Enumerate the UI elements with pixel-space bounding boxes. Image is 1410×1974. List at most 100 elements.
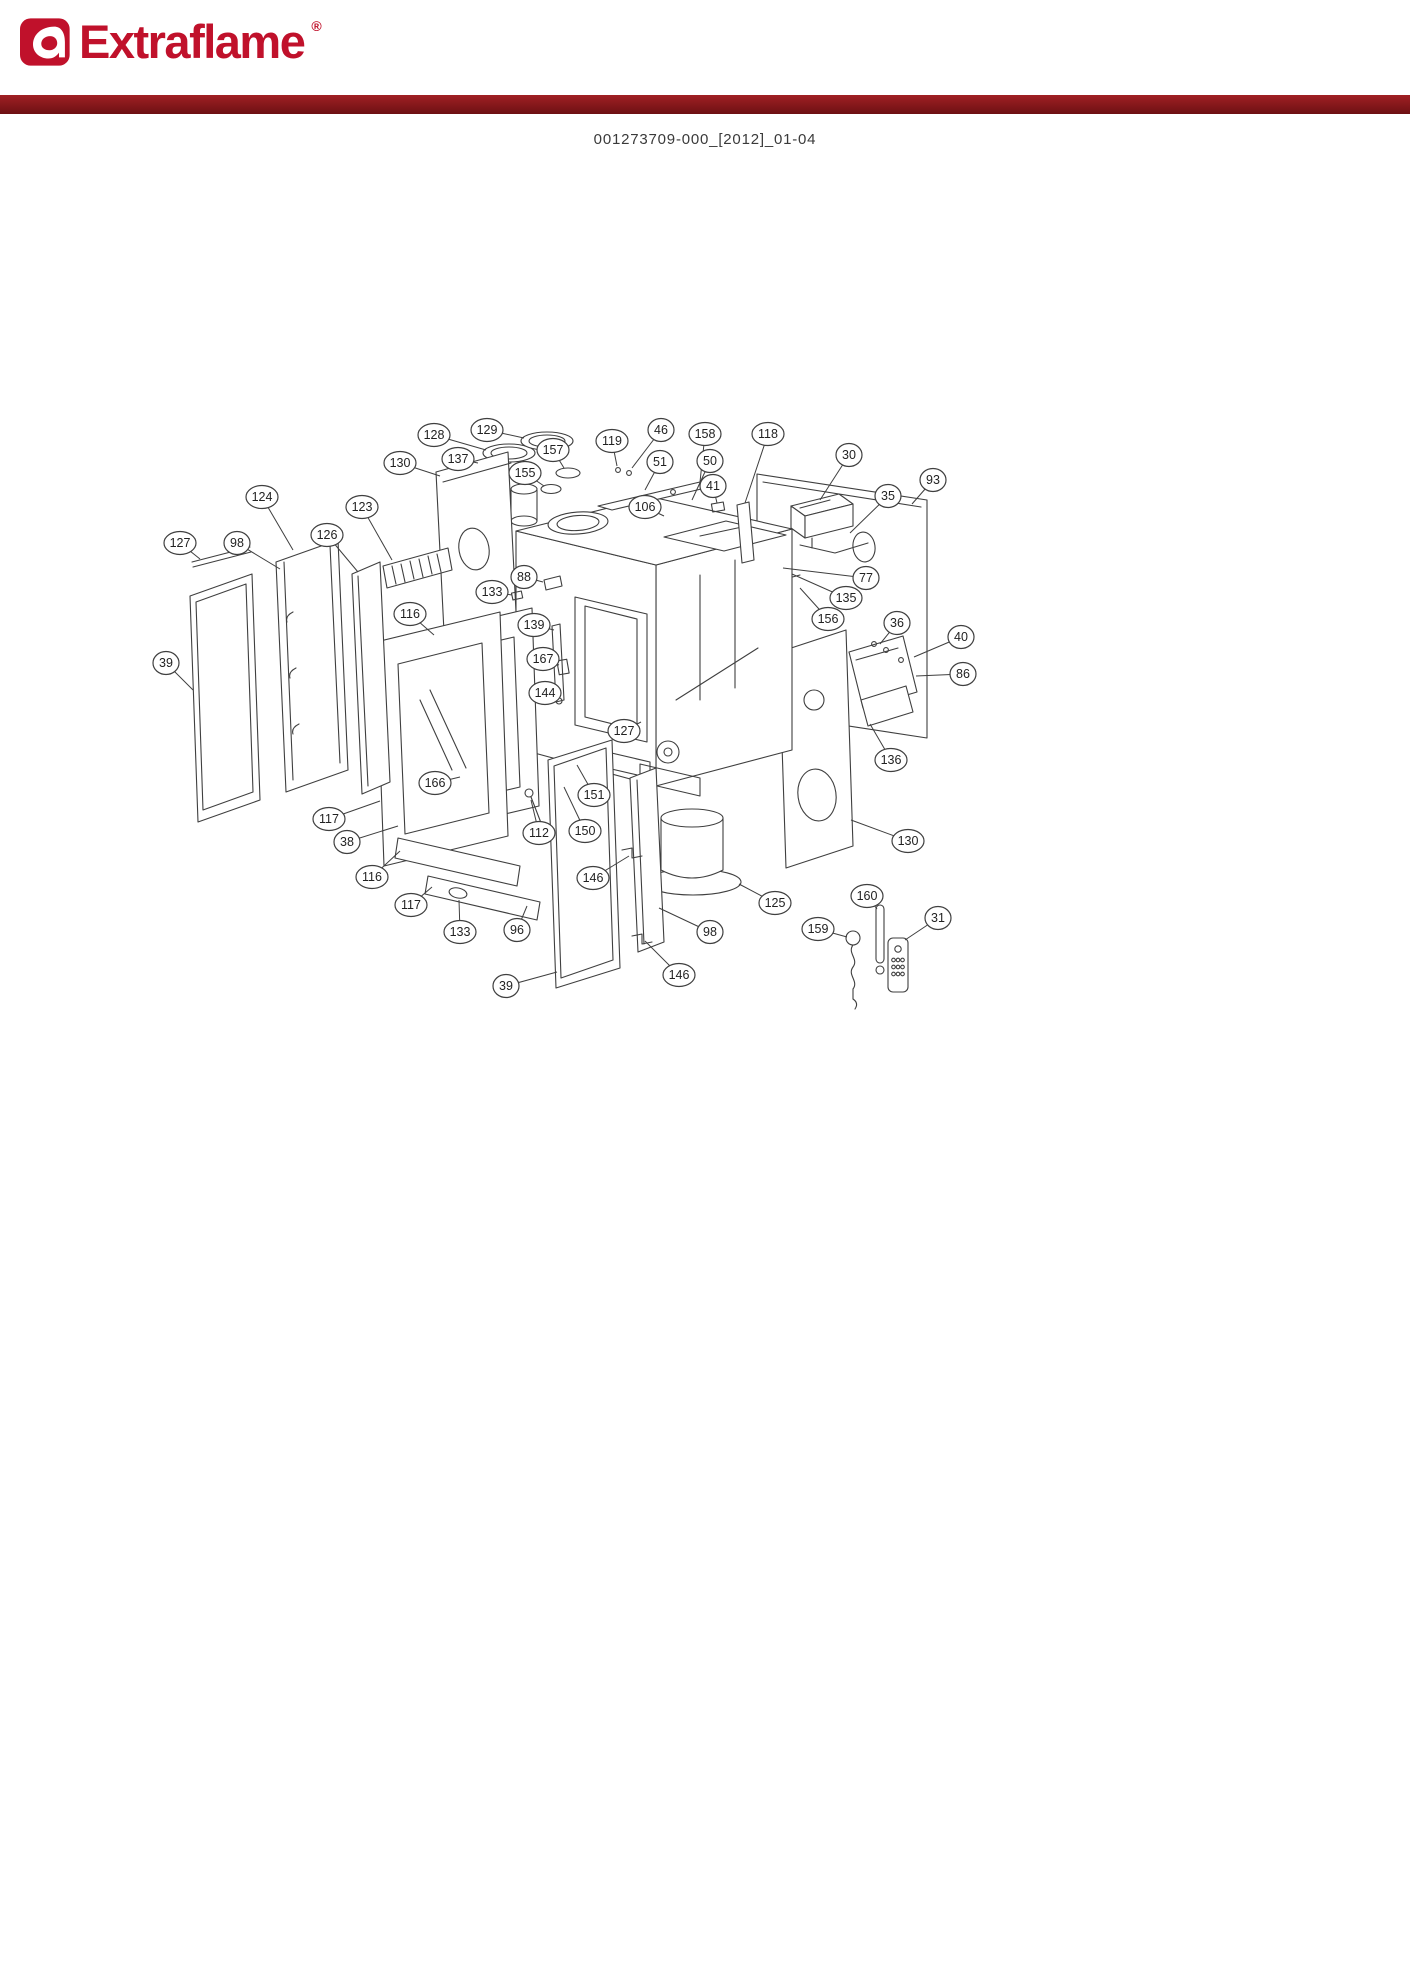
- svg-text:35: 35: [881, 489, 895, 503]
- callout-133: 133: [475, 579, 513, 605]
- callout-40: 40: [913, 624, 975, 658]
- svg-text:39: 39: [159, 656, 173, 670]
- callout-96: 96: [503, 905, 531, 943]
- callout-119: 119: [595, 428, 629, 467]
- flue-pipe: [510, 483, 538, 527]
- svg-text:98: 98: [230, 536, 244, 550]
- svg-text:136: 136: [881, 753, 902, 767]
- svg-text:158: 158: [695, 427, 716, 441]
- rear-bracket: [848, 635, 918, 727]
- svg-text:51: 51: [653, 455, 667, 469]
- svg-text:118: 118: [758, 427, 778, 441]
- svg-text:119: 119: [602, 434, 622, 448]
- callout-130: 130: [383, 450, 441, 477]
- svg-text:112: 112: [529, 826, 549, 840]
- svg-text:129: 129: [477, 423, 498, 437]
- callout-117: 117: [394, 886, 433, 918]
- svg-text:135: 135: [836, 591, 857, 605]
- callout-166: 166: [418, 770, 461, 796]
- svg-text:40: 40: [954, 630, 968, 644]
- callout-51: 51: [644, 449, 674, 491]
- callout-106: 106: [628, 494, 665, 520]
- registered-mark: ®: [311, 18, 322, 34]
- svg-text:151: 151: [584, 788, 605, 802]
- right-side-panel: [778, 629, 854, 869]
- pedestal-base: [644, 808, 742, 896]
- callout-159: 159: [801, 916, 848, 942]
- header-red-bar: [0, 95, 1410, 114]
- svg-text:86: 86: [956, 667, 970, 681]
- control-panel: [790, 493, 869, 554]
- callout-160: 160: [850, 883, 884, 910]
- svg-text:146: 146: [669, 968, 690, 982]
- air-grille: [382, 547, 453, 589]
- callout-39: 39: [152, 650, 194, 691]
- svg-text:146: 146: [583, 871, 604, 885]
- callout-146: 146: [644, 940, 696, 988]
- callout-118: 118: [744, 421, 785, 504]
- svg-text:124: 124: [252, 490, 273, 504]
- callout-139: 139: [517, 612, 555, 638]
- callout-98: 98: [223, 530, 281, 570]
- svg-text:130: 130: [390, 456, 411, 470]
- svg-text:98: 98: [703, 925, 717, 939]
- svg-text:155: 155: [515, 466, 536, 480]
- callout-129: 129: [470, 417, 525, 443]
- svg-text:133: 133: [450, 925, 471, 939]
- left-upper-panel: [435, 451, 517, 633]
- svg-text:106: 106: [635, 500, 656, 514]
- callout-117: 117: [312, 800, 381, 832]
- svg-text:150: 150: [575, 824, 596, 838]
- remote-control: [887, 937, 909, 993]
- callout-39: 39: [492, 971, 558, 999]
- callout-146: 146: [576, 855, 630, 891]
- callout-130: 130: [850, 819, 925, 854]
- svg-text:137: 137: [448, 452, 469, 466]
- callout-116: 116: [393, 601, 435, 636]
- callout-156: 156: [799, 587, 845, 632]
- header: Extraflame ®: [20, 16, 322, 80]
- svg-text:160: 160: [857, 889, 878, 903]
- callout-127: 127: [163, 530, 201, 560]
- callout-86: 86: [915, 661, 977, 687]
- svg-text:133: 133: [482, 585, 503, 599]
- callout-157: 157: [536, 437, 570, 469]
- svg-text:116: 116: [362, 870, 382, 884]
- svg-text:123: 123: [352, 500, 373, 514]
- callout-30: 30: [819, 442, 863, 501]
- callout-124: 124: [245, 484, 294, 551]
- svg-text:127: 127: [614, 724, 635, 738]
- svg-text:31: 31: [931, 911, 945, 925]
- svg-text:125: 125: [765, 896, 786, 910]
- svg-text:167: 167: [533, 652, 554, 666]
- callout-38: 38: [333, 825, 399, 855]
- callout-135: 135: [791, 573, 863, 611]
- callout-77: 77: [782, 565, 880, 591]
- svg-text:50: 50: [703, 454, 717, 468]
- svg-text:127: 127: [170, 536, 191, 550]
- cable-probe: [875, 904, 885, 975]
- callout-136: 136: [869, 723, 908, 773]
- svg-text:126: 126: [317, 528, 338, 542]
- svg-text:41: 41: [706, 479, 720, 493]
- document-code: 001273709-000_[2012]_01-04: [593, 131, 817, 148]
- svg-text:93: 93: [926, 473, 940, 487]
- callout-155: 155: [508, 460, 545, 487]
- brand-name: Extraflame: [79, 15, 306, 68]
- svg-text:116: 116: [400, 607, 420, 621]
- svg-text:139: 139: [524, 618, 545, 632]
- left-glass-panel: [189, 573, 261, 823]
- callout-93: 93: [911, 467, 947, 505]
- callout-98: 98: [658, 907, 724, 945]
- callout-116: 116: [355, 850, 401, 890]
- front-narrow-panel: [621, 767, 665, 953]
- callout-127: 127: [607, 718, 642, 744]
- bottom-trims: [394, 837, 541, 921]
- spring-handle: [845, 930, 861, 1010]
- svg-text:159: 159: [808, 922, 829, 936]
- callout-41: 41: [699, 473, 727, 504]
- svg-text:88: 88: [517, 570, 531, 584]
- outer-door-frame: [375, 611, 509, 867]
- svg-text:130: 130: [898, 834, 919, 848]
